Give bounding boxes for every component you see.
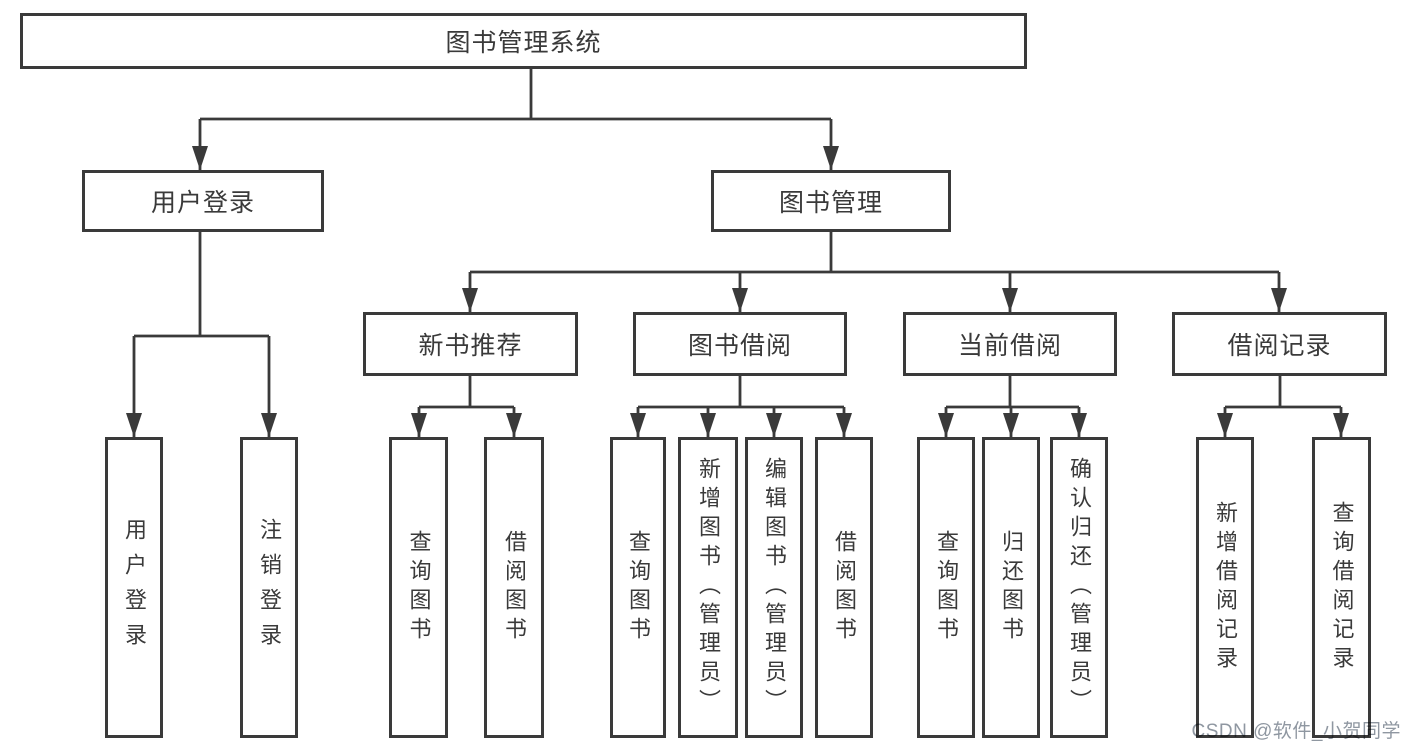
leaf-label: 确认归还（管理员） — [1067, 457, 1092, 718]
leaf-cb-confirm-return-admin: 确认归还（管理员） — [1050, 437, 1108, 738]
node-label: 图书管理系统 — [445, 29, 602, 57]
leaf-label: 用户登录 — [122, 517, 147, 658]
node-root: 图书管理系统 — [20, 13, 1027, 69]
node-book-management: 图书管理 — [711, 170, 951, 232]
node-label: 用户登录 — [150, 189, 255, 217]
leaf-nb-query-books: 查询图书 — [389, 437, 448, 738]
node-label: 新书推荐 — [418, 332, 523, 360]
node-label: 图书管理 — [778, 189, 883, 217]
leaf-bb-add-books-admin: 新增图书（管理员） — [678, 437, 738, 738]
node-current-borrow: 当前借阅 — [903, 312, 1117, 376]
leaf-label: 新增借阅记录 — [1213, 500, 1238, 675]
leaf-bb-query-books: 查询图书 — [610, 437, 666, 738]
leaf-user-login: 用户登录 — [105, 437, 163, 738]
leaf-logout: 注销登录 — [240, 437, 298, 738]
leaf-label: 借阅图书 — [502, 529, 527, 646]
leaf-label: 查询图书 — [626, 529, 651, 646]
node-user-login: 用户登录 — [82, 170, 324, 232]
node-book-borrow: 图书借阅 — [633, 312, 847, 376]
leaf-label: 查询图书 — [406, 529, 432, 646]
node-new-book-recommend: 新书推荐 — [363, 312, 578, 376]
leaf-cb-query-books: 查询图书 — [917, 437, 975, 738]
node-borrow-record: 借阅记录 — [1172, 312, 1387, 376]
leaf-nb-borrow-books: 借阅图书 — [484, 437, 544, 738]
leaf-label: 新增图书（管理员） — [696, 457, 721, 718]
node-label: 图书借阅 — [687, 332, 792, 360]
leaf-label: 编辑图书（管理员） — [762, 457, 787, 718]
node-label: 借阅记录 — [1227, 332, 1332, 360]
leaf-label: 借阅图书 — [832, 529, 857, 646]
leaf-label: 查询借阅记录 — [1329, 500, 1355, 675]
leaf-br-add-record: 新增借阅记录 — [1196, 437, 1254, 738]
watermark: CSDN @软件_小贺同学 — [1191, 721, 1401, 742]
leaf-label: 注销登录 — [257, 517, 282, 658]
node-label: 当前借阅 — [957, 332, 1062, 360]
leaf-br-query-record: 查询借阅记录 — [1312, 437, 1371, 738]
leaf-cb-return-books: 归还图书 — [982, 437, 1040, 738]
leaf-label: 归还图书 — [999, 529, 1024, 646]
leaf-label: 查询图书 — [934, 529, 959, 646]
leaf-bb-edit-books-admin: 编辑图书（管理员） — [745, 437, 803, 738]
leaf-bb-borrow-books: 借阅图书 — [815, 437, 873, 738]
